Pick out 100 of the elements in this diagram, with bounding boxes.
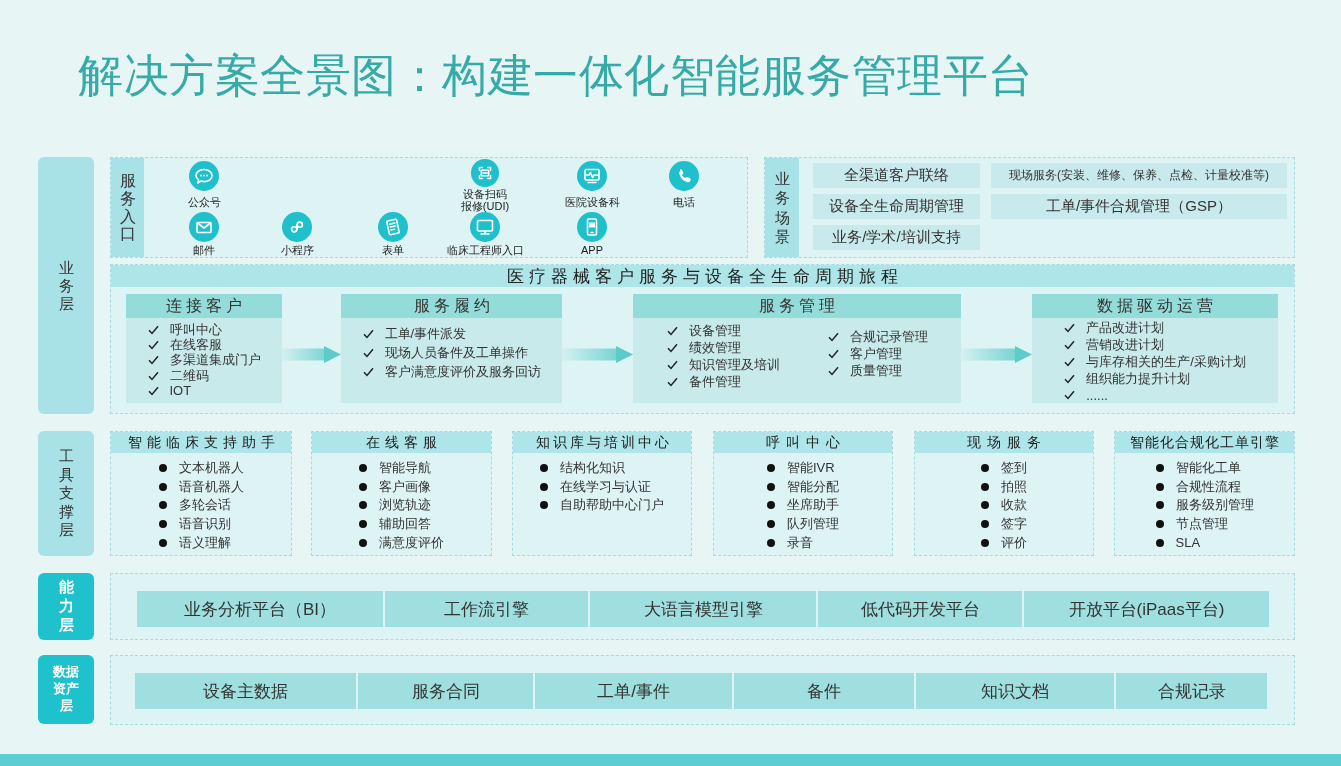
list-item: 语义理解 (178, 533, 231, 552)
list-item: 多渠道集成门户 (169, 351, 261, 369)
channel-label: 设备扫码报修(UDI) (460, 188, 510, 212)
capability-box (137, 591, 383, 627)
card-heading: 知识库与培训中心 (513, 432, 691, 453)
list-item: IOT (169, 383, 192, 399)
section-tab (111, 158, 144, 257)
data-asset-box (916, 673, 1114, 709)
list-item: 质量管理 (849, 361, 902, 380)
layer-tab (38, 431, 94, 556)
list-item: 签字 (1001, 515, 1027, 534)
list-item: 设备管理 (688, 321, 741, 340)
journey-card (633, 294, 961, 403)
section-tab (765, 158, 799, 257)
data-asset-label: 合规记录 (1157, 680, 1226, 703)
layer-label: 工具支撑层 (58, 447, 74, 540)
list-item: 收款 (1001, 496, 1027, 515)
list-item: 组织能力提升计划 (1086, 369, 1191, 388)
scenario-label: 全渠道客户联络 (844, 166, 949, 185)
journey-card (126, 294, 282, 403)
list-item: 营销改进计划 (1086, 335, 1165, 354)
list-item: 拍照 (1001, 477, 1027, 496)
page-title: 解决方案全景图：构建一体化智能服务管理平台 (78, 53, 1034, 99)
list-item: 结构化知识 (560, 459, 625, 478)
list-item: 队列管理 (787, 515, 839, 534)
data-panel (110, 655, 1295, 725)
data-asset-label: 工单/事件 (597, 680, 670, 703)
tool-card (110, 431, 292, 556)
card-heading: 智能临床支持助手 (111, 432, 291, 453)
list-item: 客户满意度评价及服务回访 (384, 362, 541, 381)
list-item: 服务级别管理 (1175, 496, 1254, 515)
layer-tab (38, 573, 94, 640)
scenario-label: 现场服务(安装、维修、保养、点检、计量校准等) (1009, 167, 1269, 184)
capability-label: 开放平台(iPaas平台) (1068, 598, 1225, 621)
layer-label: 数据资产层 (53, 664, 79, 715)
card-heading: 智能化合规化工单引擎 (1115, 432, 1294, 453)
scenario-label: 设备全生命周期管理 (829, 197, 964, 216)
list-item: 智能IVR (787, 459, 835, 478)
data-asset-box (734, 673, 914, 709)
card-heading: 在线客服 (312, 432, 491, 453)
list-item: 合规性流程 (1175, 477, 1241, 496)
list-item: 智能分配 (787, 477, 839, 496)
layer-tab (38, 157, 94, 414)
list-item: 现场人员备件及工单操作 (384, 343, 528, 362)
arrow (961, 346, 1032, 363)
list-item: SLA (1175, 535, 1201, 551)
list-item: 知识管理及培训 (688, 355, 780, 374)
list-item: 合规记录管理 (849, 327, 928, 346)
layer-label: 能力层 (58, 578, 74, 635)
capability-label: 业务分析平台（BI） (183, 598, 337, 621)
list-item: 在线客服 (169, 336, 222, 353)
layer-tab (38, 655, 94, 724)
journey-card (341, 294, 562, 403)
tool-card (713, 431, 893, 556)
capability-label: 工作流引擎 (444, 598, 529, 621)
scenario-label: 工单/事件合规管理（GSP） (1046, 197, 1232, 216)
banner-title: 医疗器械客户服务与设备全生命周期旅程 (506, 265, 903, 288)
data-asset-label: 设备主数据 (203, 680, 288, 703)
list-item: 备件管理 (688, 372, 741, 391)
tool-card (512, 431, 692, 556)
list-item: 绩效管理 (688, 338, 741, 357)
journey-card (1032, 294, 1278, 403)
list-item: 与库存相关的生产/采购计划 (1086, 352, 1246, 371)
capability-label: 低代码开发平台 (860, 598, 980, 621)
list-item: 客户管理 (849, 344, 902, 363)
channel-label: 表单 (382, 244, 404, 256)
card-heading: 服务管理 (633, 294, 961, 318)
card-heading: 数据驱动运营 (1032, 294, 1278, 318)
list-item: 二维码 (169, 366, 209, 385)
arrow (562, 346, 633, 363)
data-asset-box (135, 673, 356, 709)
data-asset-box (535, 673, 732, 709)
channel-label: 邮件 (193, 244, 215, 256)
capability-box (385, 591, 588, 627)
journey-panel (110, 264, 1295, 414)
card-heading: 服务履约 (341, 294, 562, 318)
data-asset-label: 服务合同 (411, 680, 480, 703)
layer-label: 业务层 (58, 258, 74, 313)
list-item: 辅助回答 (379, 515, 431, 534)
capability-box (818, 591, 1022, 627)
entry-panel (110, 157, 748, 258)
list-item: 工单/事件派发 (384, 324, 467, 343)
list-item: 客户画像 (379, 477, 431, 496)
data-asset-box (1116, 673, 1267, 709)
section-label: 业务场景 (774, 169, 790, 246)
data-asset-label: 备件 (807, 680, 841, 703)
list-item: ...... (1086, 387, 1108, 403)
journey-banner (111, 265, 1294, 287)
capability-label: 大语言模型引擎 (643, 598, 763, 621)
scenario-label: 业务/学术/培训支持 (832, 228, 961, 247)
channel-label: APP (581, 244, 603, 256)
list-item: 在线学习与认证 (560, 477, 651, 496)
section-label: 服务入口 (119, 172, 136, 243)
channel-label: 临床工程师入口 (446, 244, 524, 256)
capability-box (590, 591, 816, 627)
list-item: 自助帮助中心门户 (560, 496, 664, 515)
list-item: 节点管理 (1175, 515, 1228, 534)
list-item: 录音 (787, 533, 813, 552)
tool-card (914, 431, 1094, 556)
list-item: 智能化工单 (1175, 459, 1241, 478)
